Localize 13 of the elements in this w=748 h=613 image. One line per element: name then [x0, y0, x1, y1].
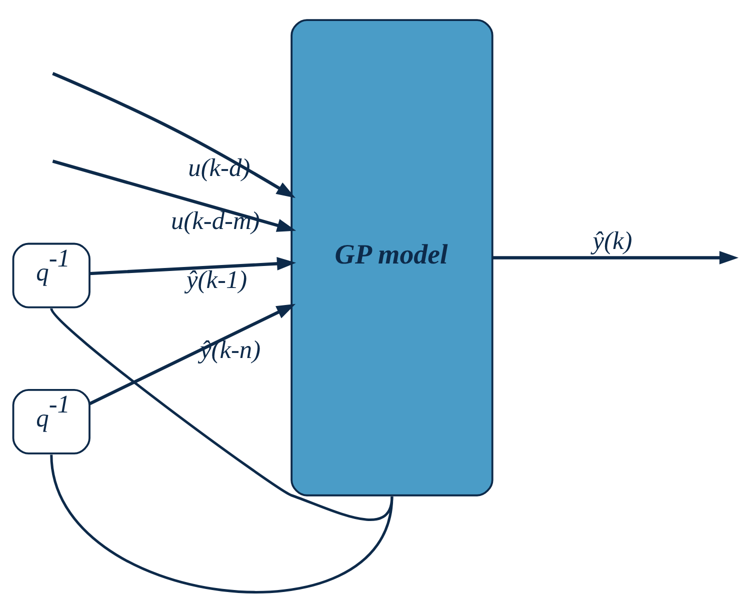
- edge-label: u(k-d): [188, 154, 250, 182]
- arrow: [52, 72, 296, 198]
- node-box: GP model: [290, 19, 494, 496]
- connector: [50, 308, 394, 521]
- edge-label: ŷ(k-n): [200, 336, 261, 364]
- arrow: [52, 160, 296, 232]
- connector: [50, 454, 394, 594]
- edge-label: u(k-d-m): [170, 207, 260, 236]
- arrow: [492, 251, 739, 264]
- edge-label: ŷ(k-1): [186, 266, 248, 294]
- edge-label: ŷ(k): [592, 226, 632, 255]
- arrow: [90, 257, 296, 276]
- arrow: [89, 304, 296, 406]
